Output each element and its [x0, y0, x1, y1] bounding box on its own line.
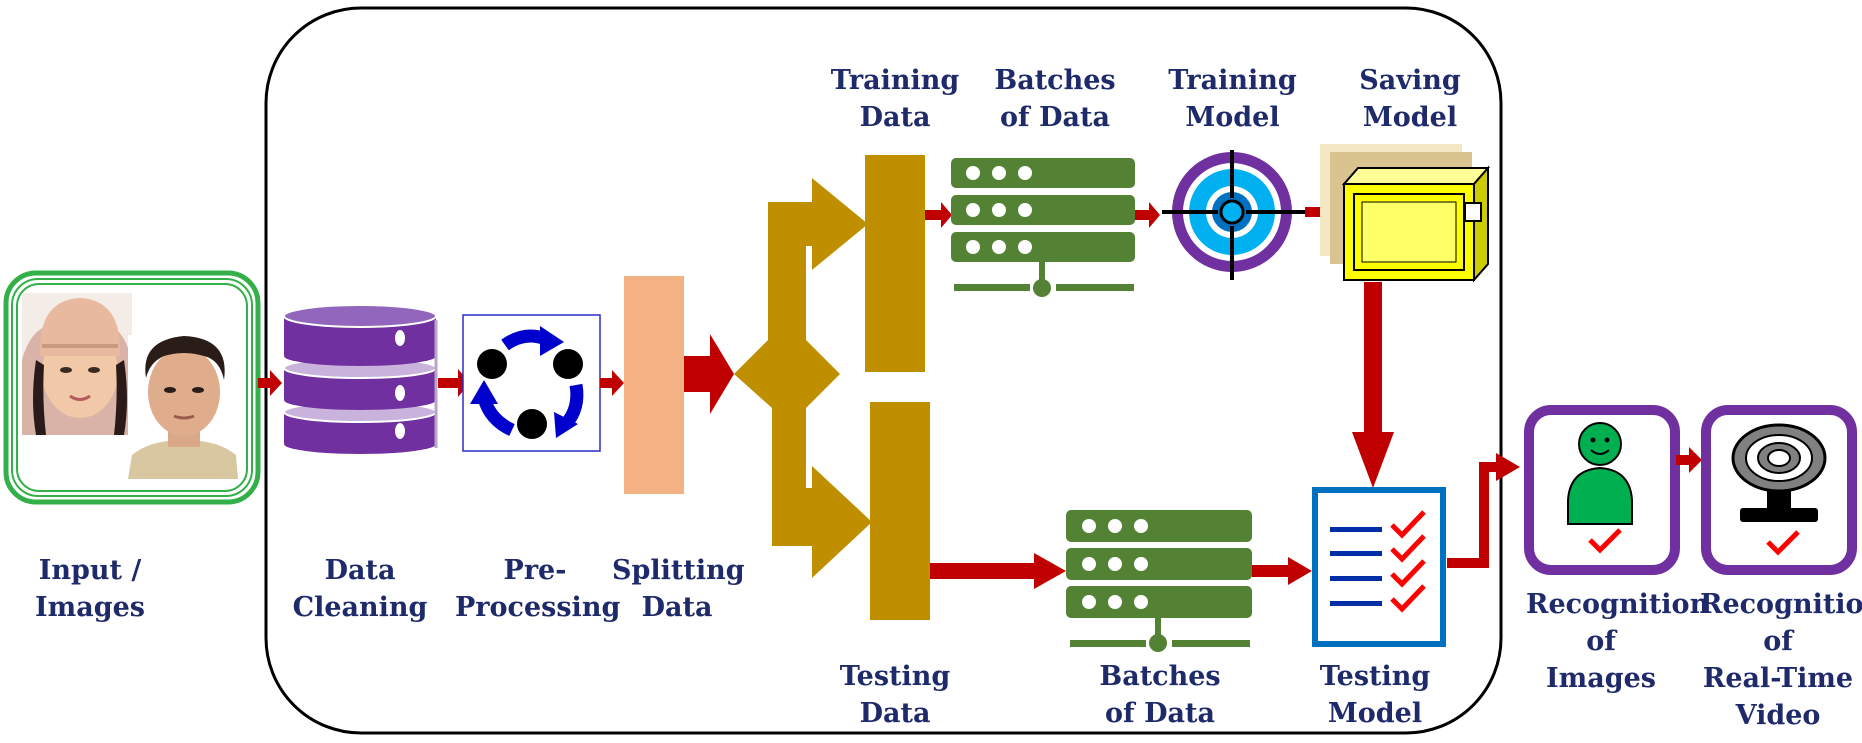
- label-line: Video: [1735, 700, 1821, 731]
- label-line: Cleaning: [292, 592, 428, 623]
- label-line: Batches: [1099, 661, 1221, 692]
- label-line: Recognition: [1526, 589, 1710, 620]
- flow-arrow-testing-model-to-recognition: [1447, 453, 1520, 568]
- label-batches-top: Batches of Data: [985, 62, 1125, 136]
- server-rack-icon: [1066, 510, 1252, 652]
- label-training-data: Training Data: [830, 62, 960, 136]
- label-pre-processing: Pre- Processing: [455, 552, 621, 626]
- label-line: Splitting: [612, 555, 745, 586]
- checklist-icon: [1312, 487, 1446, 647]
- person-check-icon: [1524, 405, 1680, 575]
- label-line: Training: [1168, 65, 1297, 96]
- label-recognition-video: Recognition of Real-Time Video: [1700, 586, 1862, 734]
- label-line: Data: [324, 555, 396, 586]
- splitter-bar-icon: [624, 276, 684, 494]
- webcam-check-icon: [1701, 405, 1857, 575]
- cycle-arrows-icon: [462, 314, 601, 452]
- flow-arrow-input-to-cleaning: [258, 370, 282, 396]
- flow-arrow-batches-to-training-model: [1135, 202, 1160, 228]
- label-line: Images: [35, 592, 145, 623]
- testing-data-bar: [870, 402, 930, 620]
- training-data-bar: [865, 155, 925, 372]
- label-splitting-data: Splitting Data: [612, 552, 745, 626]
- label-line: Testing: [839, 661, 951, 692]
- label-line: Model: [1185, 102, 1280, 133]
- label-line: Real-Time: [1702, 663, 1854, 694]
- flow-arrow-batches-to-testing-model: [1252, 557, 1312, 585]
- safe-box-icon: [1320, 144, 1491, 283]
- face-photos-icon: [3, 270, 261, 505]
- label-line: Input /: [38, 555, 142, 586]
- database-icon: [283, 304, 438, 454]
- flow-arrow-preprocessing-to-splitting: [600, 370, 624, 396]
- label-line: Images: [1546, 663, 1656, 694]
- server-rack-icon: [951, 158, 1135, 297]
- label-input-images: Input / Images: [20, 552, 160, 626]
- flow-arrow-training-to-batches: [925, 202, 952, 228]
- label-line: Training: [830, 65, 960, 96]
- flow-arrow-recognition-images-to-video: [1676, 447, 1702, 473]
- label-line: Model: [1327, 698, 1423, 729]
- process-container: [264, 6, 1503, 735]
- label-line: of: [1763, 626, 1793, 657]
- label-saving-model: Saving Model: [1345, 62, 1475, 136]
- flow-arrow-saving-to-testing-model: [1352, 282, 1394, 488]
- label-line: Data: [859, 698, 931, 729]
- label-line: Model: [1362, 102, 1458, 133]
- label-testing-model: Testing Model: [1310, 658, 1440, 732]
- target-crosshair-icon: [1162, 150, 1305, 280]
- label-line: Processing: [455, 592, 621, 623]
- label-batches-bottom: Batches of Data: [1090, 658, 1230, 732]
- flow-arrow-splitting-to-fork: [684, 334, 734, 414]
- label-line: Recognition: [1700, 589, 1862, 620]
- label-line: Pre-: [503, 555, 567, 586]
- data-split-fork: [734, 178, 872, 578]
- label-testing-data: Testing Data: [830, 658, 960, 732]
- label-line: Saving: [1359, 65, 1461, 96]
- label-line: Data: [859, 102, 931, 133]
- flow-arrow-testing-to-batches: [930, 553, 1066, 589]
- label-line: Batches: [994, 65, 1116, 96]
- label-line: of Data: [1105, 698, 1215, 729]
- label-recognition-images: Recognition of Images: [1526, 586, 1710, 697]
- label-data-cleaning: Data Cleaning: [285, 552, 435, 626]
- label-line: Testing: [1319, 661, 1431, 692]
- label-line: of: [1586, 626, 1616, 657]
- label-line: Data: [641, 592, 713, 623]
- label-line: of Data: [1000, 102, 1110, 133]
- label-training-model: Training Model: [1165, 62, 1300, 136]
